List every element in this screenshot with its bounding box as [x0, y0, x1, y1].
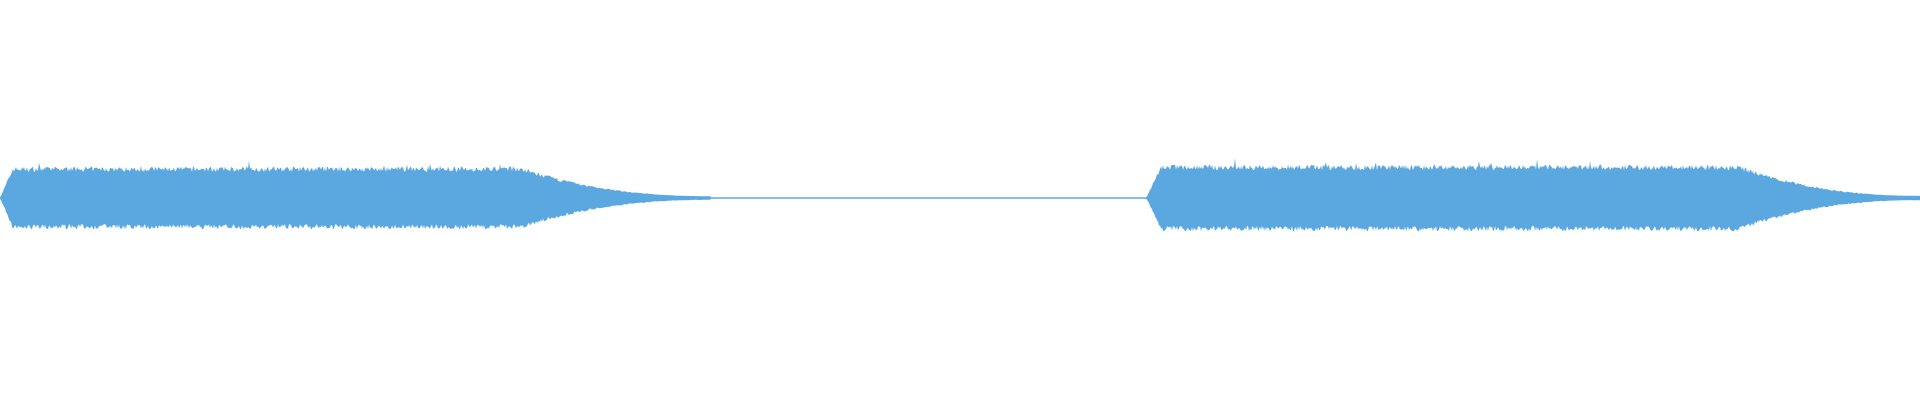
waveform-shape — [0, 158, 1920, 232]
